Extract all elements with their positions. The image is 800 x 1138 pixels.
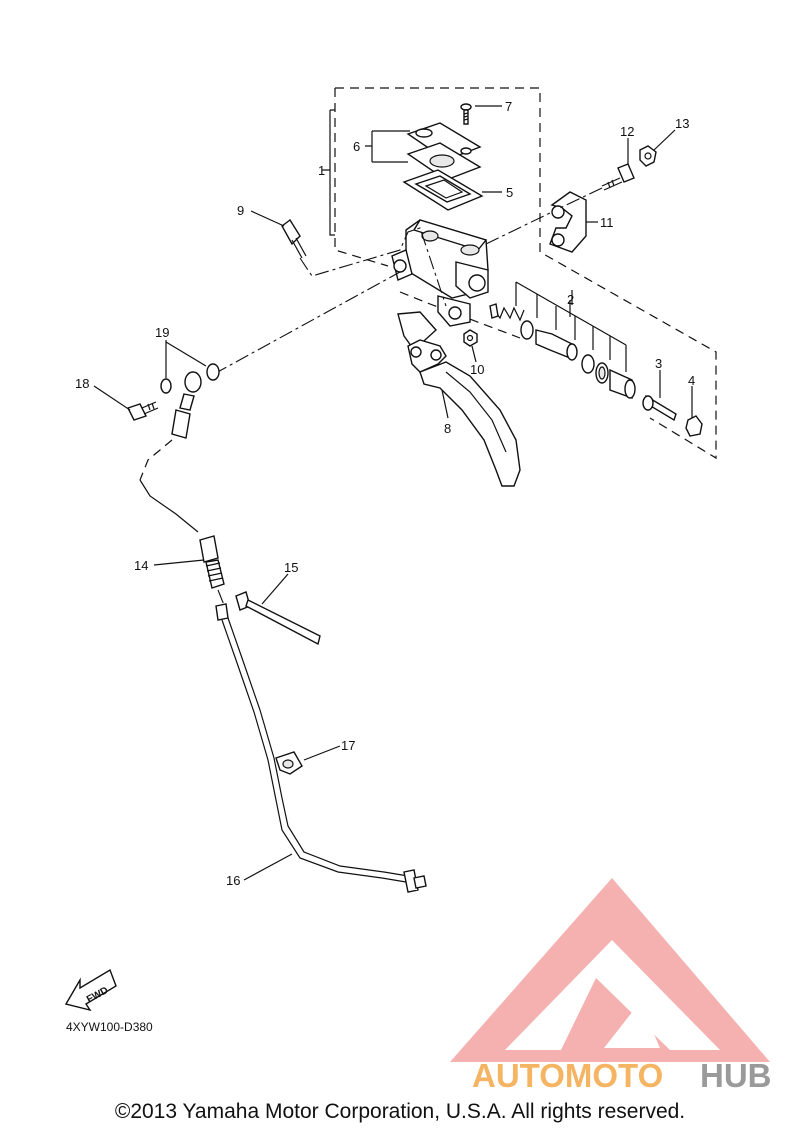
callout-16: 16 xyxy=(226,873,240,888)
copper-washer xyxy=(160,363,220,394)
callout-3: 3 xyxy=(655,356,662,371)
handlebar-holder xyxy=(549,191,587,253)
callout-4: 4 xyxy=(688,373,695,388)
callout-labels: 1 2 3 4 5 6 7 8 9 10 11 12 13 14 15 16 1… xyxy=(75,99,695,888)
pipe-clip xyxy=(275,751,303,775)
callout-8: 8 xyxy=(444,421,451,436)
hose-joint xyxy=(199,535,227,611)
holder-bolt xyxy=(559,163,635,209)
cap-screw xyxy=(460,103,472,125)
callout-6: 6 xyxy=(353,139,360,154)
callout-14: 14 xyxy=(134,558,148,573)
callout-9: 9 xyxy=(237,203,244,218)
fwd-arrow: FWD xyxy=(64,968,117,1012)
master-cylinder-body xyxy=(391,219,489,327)
watermark-text-gray: HUB xyxy=(700,1057,772,1094)
diagram-code: 4XYW100-D380 xyxy=(66,1020,153,1034)
holder-nut xyxy=(639,145,657,167)
watermark-logo xyxy=(450,878,770,1062)
master-cylinder-boundary xyxy=(334,87,717,460)
union-bolt xyxy=(127,401,159,421)
leader-lines xyxy=(93,105,693,881)
callout-5: 5 xyxy=(506,185,513,200)
callout-13: 13 xyxy=(675,116,689,131)
brake-lever xyxy=(397,311,521,487)
pivot-nut xyxy=(463,329,478,347)
callout-11: 11 xyxy=(600,215,614,230)
callout-18: 18 xyxy=(75,376,89,391)
piston-kit xyxy=(489,281,703,437)
callout-2: 2 xyxy=(567,292,574,307)
callout-7: 7 xyxy=(505,99,512,114)
diaphragm xyxy=(402,169,484,211)
cable-tie xyxy=(235,591,321,646)
copyright-notice: ©2013 Yamaha Motor Corporation, U.S.A. A… xyxy=(114,1100,686,1123)
brake-hose-upper xyxy=(139,371,202,533)
pivot-bolt xyxy=(281,218,447,307)
callout-10: 10 xyxy=(470,362,484,377)
watermark-text-orange: AUTOMOTO xyxy=(472,1057,663,1094)
callout-15: 15 xyxy=(284,560,298,575)
brake-pipe xyxy=(215,603,427,893)
callout-12: 12 xyxy=(620,124,634,139)
callout-1: 1 xyxy=(318,163,325,178)
callout-19: 19 xyxy=(155,325,169,340)
callout-17: 17 xyxy=(341,738,355,753)
